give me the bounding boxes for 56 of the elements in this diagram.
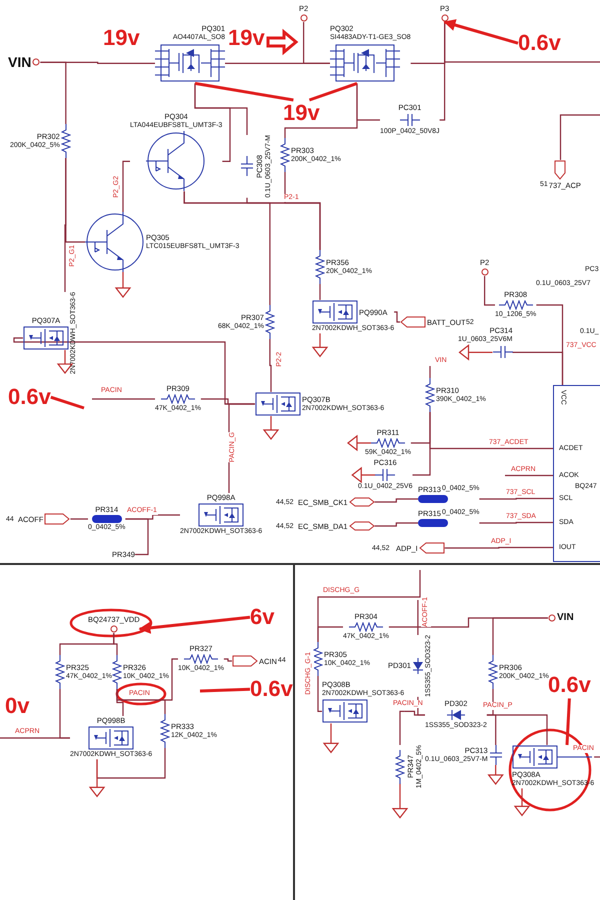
wire xyxy=(269,339,272,392)
wire xyxy=(319,284,321,300)
wire xyxy=(560,114,600,160)
wire xyxy=(505,474,553,476)
wire xyxy=(479,498,553,500)
wire xyxy=(194,83,248,135)
wire xyxy=(70,518,88,520)
wire xyxy=(566,698,571,746)
wire xyxy=(184,191,270,305)
voltage-annotation: 0.6v xyxy=(250,676,293,702)
wire xyxy=(444,22,600,63)
wire xyxy=(486,714,548,745)
wire xyxy=(492,617,548,655)
wire xyxy=(0,737,70,739)
wire xyxy=(374,522,418,527)
wire xyxy=(429,366,431,378)
wire xyxy=(122,160,130,212)
wire xyxy=(399,710,404,745)
wire xyxy=(125,518,149,556)
wire xyxy=(317,676,322,712)
net-name: VIN xyxy=(557,612,574,624)
net-name: VIN xyxy=(8,54,32,71)
wire xyxy=(50,396,84,410)
voltage-annotation: 19v xyxy=(228,26,265,50)
wire xyxy=(374,498,418,503)
wire xyxy=(116,689,166,714)
voltage-annotation: 0v xyxy=(5,694,30,718)
ic-body xyxy=(553,385,600,562)
wire xyxy=(246,198,321,250)
wire xyxy=(194,82,294,102)
voltage-annotation: 6v xyxy=(250,604,274,630)
wire xyxy=(284,83,358,138)
voltage-annotation: 0.6v xyxy=(518,30,561,56)
voltage-annotation: 19v xyxy=(103,26,140,50)
wire xyxy=(444,546,553,549)
wire xyxy=(484,276,495,306)
voltage-annotation: 0.6v xyxy=(548,672,591,698)
wire xyxy=(113,633,118,655)
wire xyxy=(138,616,250,634)
wire xyxy=(303,22,330,64)
wire xyxy=(308,82,358,102)
wire xyxy=(394,311,400,323)
wire xyxy=(92,398,155,400)
wire xyxy=(443,19,518,45)
wire xyxy=(417,600,418,635)
voltage-annotation: 0.6v xyxy=(8,384,51,410)
wire xyxy=(594,756,600,758)
wire xyxy=(317,570,421,642)
voltage-annotation: 19v xyxy=(283,100,320,126)
wire xyxy=(200,688,250,692)
wire xyxy=(224,658,232,662)
wire xyxy=(412,412,431,476)
wire xyxy=(64,158,66,292)
wire xyxy=(40,62,66,124)
wire xyxy=(479,522,553,524)
wire xyxy=(512,352,564,385)
